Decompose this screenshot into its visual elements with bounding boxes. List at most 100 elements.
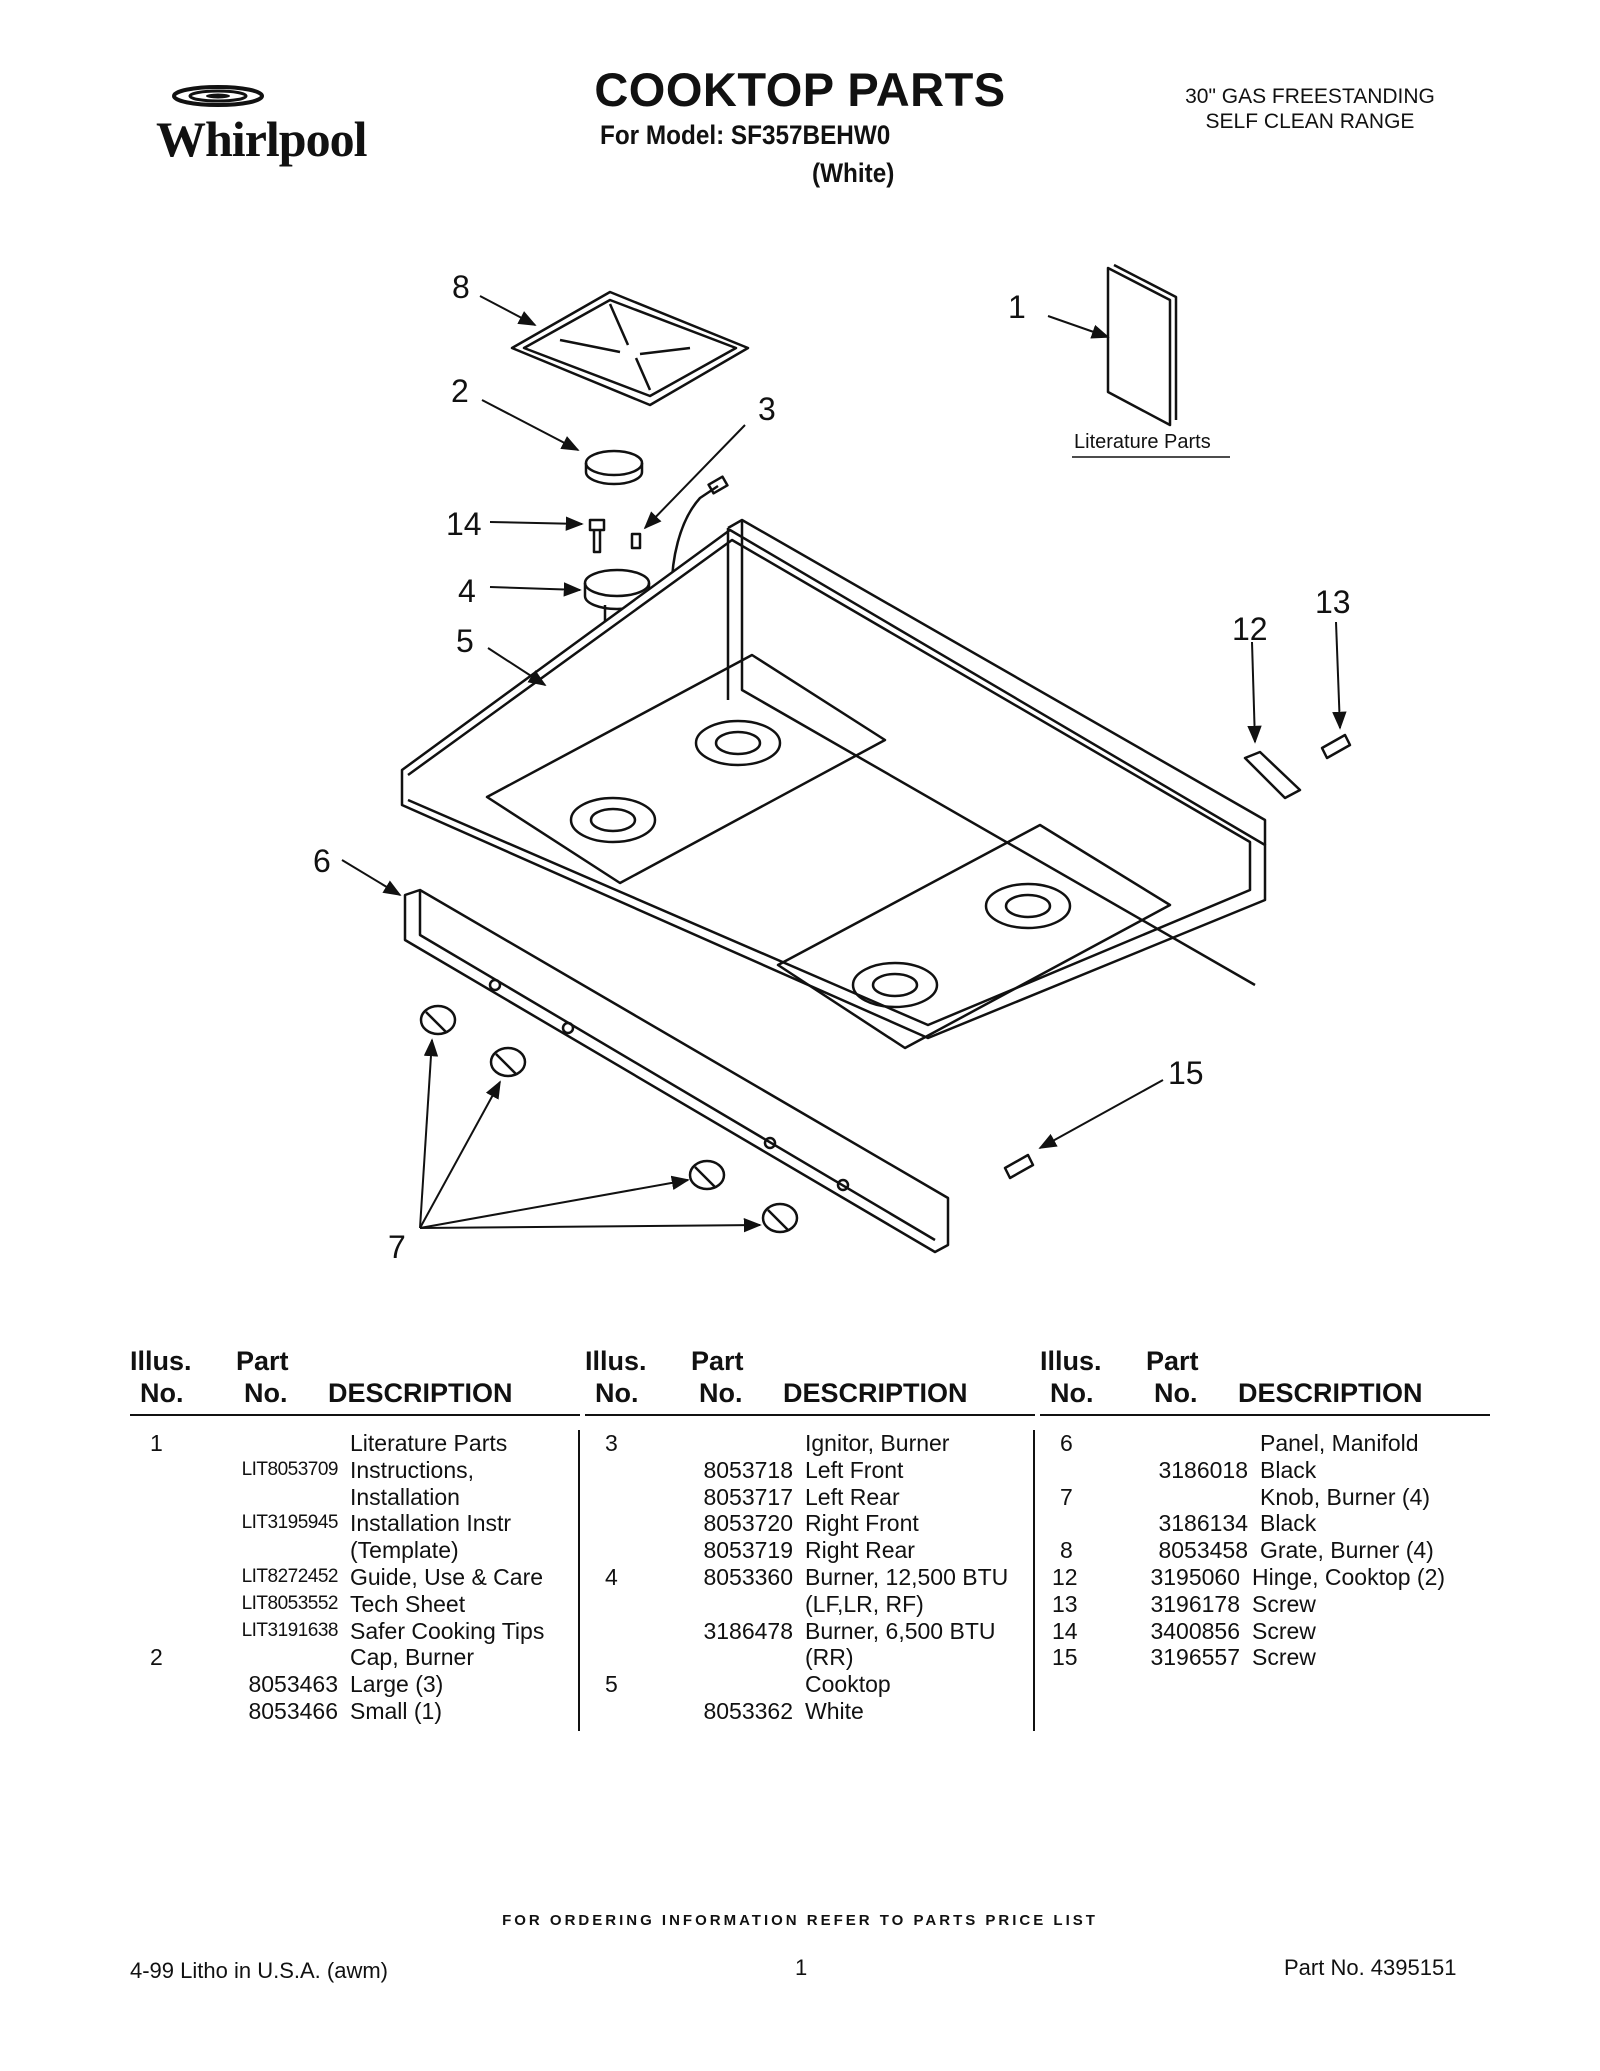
- illus-no-cell: [585, 1618, 693, 1645]
- description-cell: Left Front: [805, 1456, 904, 1483]
- illus-no-cell: [130, 1457, 238, 1484]
- description-cell: Literature Parts: [350, 1430, 508, 1456]
- header-part-no: No.: [244, 1378, 288, 1408]
- part-no-cell: 3196178: [1150, 1590, 1240, 1617]
- header-illus-no: No.: [140, 1378, 184, 1408]
- burner-knob: [419, 1004, 457, 1036]
- literature-parts-label: Literature Parts: [1074, 431, 1211, 453]
- cooktop-body: [400, 518, 1267, 1050]
- part-no-cell: 3186478: [703, 1617, 793, 1644]
- description-cell: Instructions,: [350, 1456, 474, 1483]
- part-no-cell: [238, 1430, 350, 1457]
- table-row: 5 Cooktop: [585, 1671, 1033, 1698]
- illus-no-cell: [130, 1618, 238, 1645]
- parts-table-column-1: Illus. No. Part No. DESCRIPTION 1 Literat…: [130, 1338, 580, 1731]
- part-no-cell: 8053463: [248, 1671, 338, 1698]
- part-no-cell: [693, 1671, 805, 1698]
- illus-no-cell: [585, 1484, 693, 1511]
- illus-no-cell: 7: [1060, 1483, 1073, 1510]
- model-line: For Model: SF357BEHW0: [600, 120, 891, 150]
- illus-no-cell: [585, 1698, 693, 1725]
- description-cell: Installation Instr: [350, 1510, 512, 1537]
- manifold-panel: [403, 888, 950, 1254]
- screw-14: [588, 518, 606, 554]
- illus-no-cell: 5: [605, 1671, 618, 1698]
- table-row: (LF,LR, RF): [585, 1591, 1033, 1618]
- description-cell: Right Front: [805, 1510, 919, 1537]
- description-cell: Cap, Burner: [350, 1644, 475, 1671]
- illus-no-cell: [130, 1510, 238, 1537]
- illus-no-cell: [130, 1484, 238, 1511]
- litho-note: 4-99 Litho in U.S.A. (awm): [130, 1958, 388, 1983]
- literature-booklet: [1106, 263, 1178, 427]
- table-row: 6 Panel, Manifold: [1040, 1430, 1490, 1457]
- cooktop-hinge: [1243, 750, 1302, 800]
- callout-3: 3: [758, 391, 776, 427]
- callout-14: 14: [446, 506, 482, 542]
- description-cell: Burner, 12,500 BTU: [805, 1563, 1009, 1590]
- illus-no-cell: 1: [150, 1430, 163, 1456]
- table-row: Installation: [130, 1484, 578, 1511]
- illus-no-cell: [585, 1537, 693, 1564]
- table-header: Illus. No. Part No. DESCRIPTION: [130, 1338, 580, 1416]
- illus-no-cell: 6: [1060, 1430, 1073, 1456]
- description-cell: Cooktop: [805, 1671, 891, 1698]
- illus-no-cell: 8: [1060, 1537, 1073, 1564]
- part-no-cell: [693, 1591, 805, 1618]
- illus-no-cell: 13: [1052, 1590, 1078, 1617]
- callout-7: 7: [388, 1229, 406, 1265]
- header-illus: Illus.: [585, 1346, 647, 1376]
- part-no-cell: 3400856: [1150, 1617, 1240, 1644]
- part-no-cell: [693, 1644, 805, 1671]
- description-cell: Guide, Use & Care: [350, 1563, 544, 1590]
- description-cell: Tech Sheet: [350, 1590, 466, 1617]
- header-part: Part: [1146, 1346, 1199, 1376]
- callout-6: 6: [313, 843, 331, 879]
- callout-5: 5: [456, 623, 474, 659]
- table-row: 1 Literature Parts: [130, 1430, 578, 1457]
- part-no-cell: 3186134: [1158, 1510, 1248, 1537]
- part-no-cell: 8053362: [703, 1697, 793, 1724]
- table-row: (Template): [130, 1537, 578, 1564]
- range-line-2: SELF CLEAN RANGE: [1205, 110, 1415, 133]
- illus-no-cell: 12: [1052, 1563, 1078, 1590]
- description-cell: (Template): [350, 1537, 459, 1564]
- page-number: 1: [795, 1955, 808, 1980]
- header-description: DESCRIPTION: [328, 1378, 513, 1408]
- illus-no-cell: [1040, 1510, 1148, 1537]
- header-part-no: No.: [1154, 1378, 1198, 1408]
- callout-13: 13: [1315, 584, 1351, 620]
- part-no-cell: [1148, 1430, 1260, 1457]
- part-no-cell: 8053458: [1158, 1537, 1248, 1564]
- illus-no-cell: [585, 1510, 693, 1537]
- brand-wordmark: Whirlpool: [156, 111, 367, 167]
- cooktop-exploded-diagram: 8 2 3 14 4 5 1 12 13 6 15 7 Literature P…: [313, 263, 1352, 1265]
- table-header: Illus. No. Part No. DESCRIPTION: [585, 1338, 1035, 1416]
- illus-no-cell: 15: [1052, 1644, 1078, 1671]
- description-cell: Large (3): [350, 1671, 444, 1698]
- illus-no-cell: [585, 1591, 693, 1618]
- screw-13: [1320, 733, 1352, 760]
- description-cell: Safer Cooking Tips: [350, 1617, 545, 1644]
- description-cell: Black: [1260, 1456, 1317, 1483]
- description-cell: Installation: [350, 1483, 460, 1510]
- part-no-cell: [238, 1537, 350, 1564]
- description-cell: Panel, Manifold: [1260, 1430, 1419, 1456]
- header-part: Part: [236, 1346, 289, 1376]
- header-illus-no: No.: [1050, 1378, 1094, 1408]
- burner-knob: [489, 1046, 527, 1078]
- page-title: COOKTOP PARTS: [594, 63, 1006, 116]
